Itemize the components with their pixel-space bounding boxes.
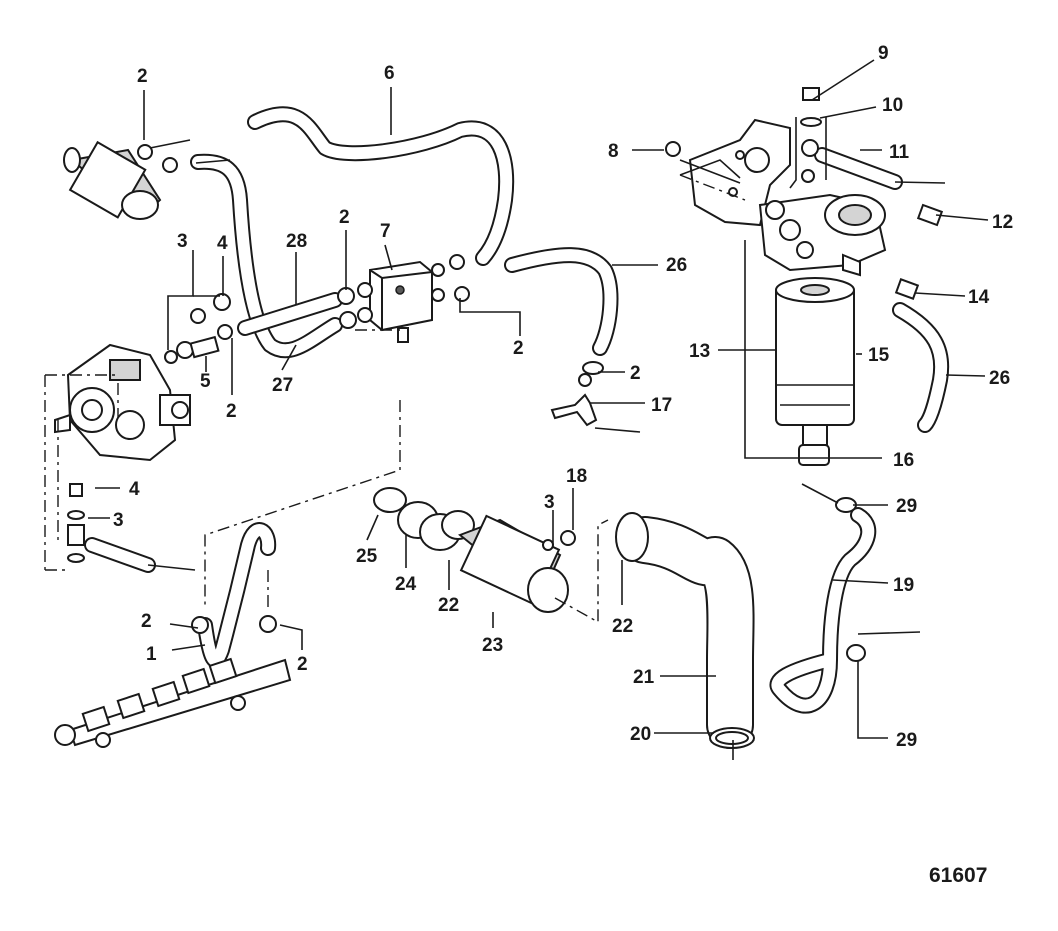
callout-3-center: 3	[544, 492, 555, 513]
callout-21: 21	[633, 667, 655, 688]
fittings-left	[164, 293, 233, 364]
fuel-cooler-upper	[63, 139, 191, 220]
clamp-20	[709, 727, 755, 749]
callout-13: 13	[689, 341, 710, 362]
couplers-center	[373, 487, 576, 613]
callout-1: 1	[146, 644, 157, 665]
callout-28: 28	[286, 231, 307, 252]
valve-block-7	[337, 254, 470, 343]
callout-15: 15	[868, 345, 890, 366]
callout-26-right: 26	[989, 368, 1010, 389]
callout-2-rail-right: 2	[297, 654, 308, 675]
callout-23: 23	[482, 635, 503, 656]
callout-7: 7	[380, 221, 391, 242]
callout-9: 9	[878, 43, 889, 64]
high-pressure-pump	[54, 343, 191, 462]
callout-6: 6	[384, 63, 395, 84]
callout-3-lower: 3	[113, 510, 124, 531]
callout-2-valve-lower: 2	[513, 338, 524, 359]
leader-lines	[44, 59, 989, 760]
filter-bracket	[688, 118, 791, 227]
callout-2-rail-left: 2	[141, 611, 152, 632]
callout-25: 25	[356, 546, 378, 567]
callout-17: 17	[651, 395, 672, 416]
filter-head	[665, 87, 944, 300]
callout-26-upper: 26	[666, 255, 687, 276]
callout-27: 27	[272, 375, 293, 396]
callout-5: 5	[200, 371, 211, 392]
callout-2-left-fitting: 2	[226, 401, 237, 422]
hose-26-upper	[504, 247, 619, 356]
callout-8: 8	[608, 141, 619, 162]
fitting-stack-lower-left	[67, 483, 277, 634]
callout-18: 18	[566, 466, 587, 487]
hoses	[84, 106, 950, 714]
y-fitting-17	[550, 361, 604, 427]
callout-14: 14	[968, 287, 990, 308]
callout-2-valve: 2	[339, 207, 350, 228]
callout-12: 12	[992, 212, 1013, 233]
callout-19: 19	[893, 575, 914, 596]
callout-11: 11	[889, 142, 910, 163]
callout-labels: 2 6 3 4 28 2 7 26 2 5 27 2 2 17 8 9 10 1…	[113, 43, 1013, 751]
callout-16: 16	[893, 450, 914, 471]
fuel-filter	[775, 277, 855, 466]
callout-20: 20	[630, 724, 651, 745]
callout-3-upper: 3	[177, 231, 188, 252]
fuel-rail	[54, 657, 292, 748]
callout-22-left: 22	[438, 595, 459, 616]
diagram-reference-number: 61607	[929, 864, 988, 887]
callout-2-top-left: 2	[137, 66, 148, 87]
callout-2-y-fitting: 2	[630, 363, 641, 384]
callout-22-right: 22	[612, 616, 633, 637]
callout-29-lower: 29	[896, 730, 917, 751]
callout-29-upper: 29	[896, 496, 917, 517]
hose-21	[615, 512, 755, 749]
callout-4-lower: 4	[129, 479, 140, 500]
callout-4-upper: 4	[217, 233, 228, 254]
callout-24: 24	[395, 574, 417, 595]
callout-10: 10	[882, 95, 903, 116]
